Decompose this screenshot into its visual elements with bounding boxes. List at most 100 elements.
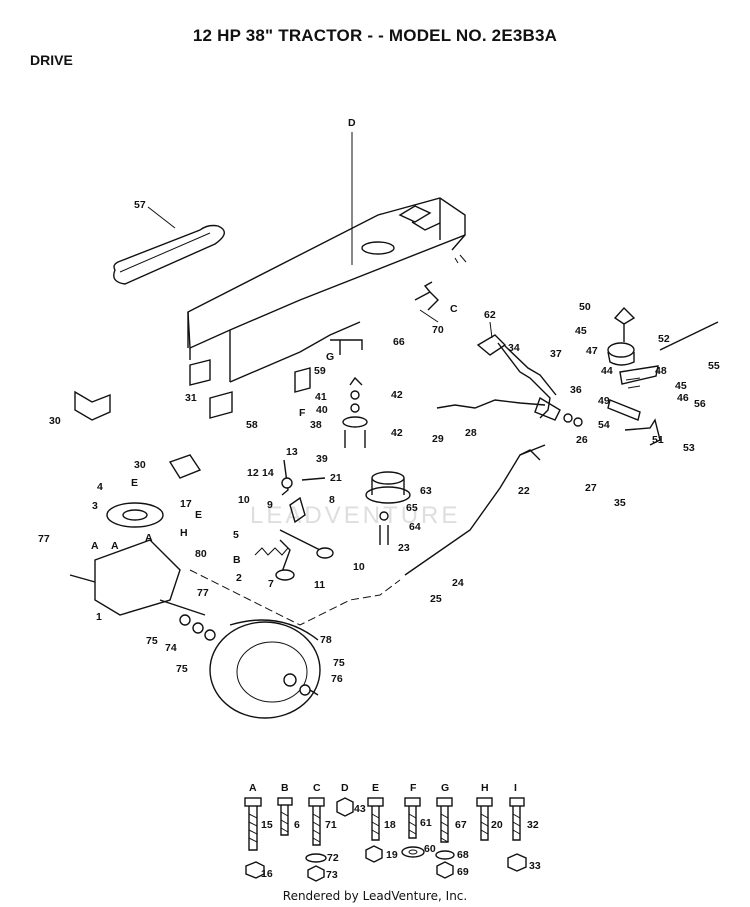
- hw-bolt-61: 61: [420, 817, 432, 829]
- shift-rod[interactable]: [436, 396, 583, 427]
- callout-21: 21: [330, 472, 342, 484]
- callout-24: 24: [452, 577, 464, 589]
- callout-59: 59: [314, 365, 326, 377]
- callout-51: 51: [652, 434, 664, 446]
- callout-77b: 77: [197, 587, 209, 599]
- bracket-70[interactable]: [414, 281, 439, 311]
- transaxle[interactable]: [69, 502, 216, 641]
- hw-letter-H: H: [481, 782, 489, 794]
- callout-56: 56: [694, 398, 706, 410]
- callout-E2: E: [195, 509, 202, 521]
- callout-64: 64: [409, 521, 421, 533]
- callout-54: 54: [598, 419, 610, 431]
- callout-55: 55: [708, 360, 720, 372]
- callout-13: 13: [286, 446, 298, 458]
- callout-10a: 10: [238, 494, 250, 506]
- mounting-brackets[interactable]: [74, 359, 311, 479]
- hw-letter-E: E: [372, 782, 379, 794]
- callout-63: 63: [420, 485, 432, 497]
- hardware-key: A 15 16 B 6 C 71 72 73 D 43 E 18 19: [244, 782, 541, 882]
- hw-letter-A: A: [249, 782, 257, 794]
- callout-44: 44: [601, 365, 613, 377]
- callout-5: 5: [233, 529, 239, 541]
- callout-53: 53: [683, 442, 695, 454]
- callout-65: 65: [406, 502, 418, 514]
- hw-bolt-20: 20: [491, 819, 503, 831]
- callout-Ab: A: [111, 540, 119, 552]
- callout-66: 66: [393, 336, 405, 348]
- callout-76: 76: [331, 673, 343, 685]
- shift-lever[interactable]: [476, 334, 557, 419]
- callout-10b: 10: [353, 561, 365, 573]
- hw-nut-43: 43: [354, 803, 366, 815]
- callout-74: 74: [165, 642, 177, 654]
- hw-washer-72: 72: [327, 852, 339, 864]
- callout-41: 41: [315, 391, 327, 403]
- hw-bolt-32: 32: [527, 819, 539, 831]
- callout-50: 50: [579, 301, 591, 313]
- section-label: DRIVE: [30, 52, 73, 68]
- brake-linkage[interactable]: [607, 306, 719, 446]
- callout-42b: 42: [391, 427, 403, 439]
- callout-52: 52: [658, 333, 670, 345]
- callout-38: 38: [310, 419, 322, 431]
- callout-45b: 45: [675, 380, 687, 392]
- callout-23: 23: [398, 542, 410, 554]
- callout-7: 7: [268, 578, 274, 590]
- callout-H: H: [180, 527, 188, 539]
- callout-12: 12: [247, 467, 259, 479]
- callout-17: 17: [180, 498, 192, 510]
- callout-40: 40: [316, 404, 328, 416]
- callout-14: 14: [262, 467, 274, 479]
- callout-75a: 75: [146, 635, 158, 647]
- page-title: 12 HP 38" TRACTOR - - MODEL NO. 2E3B3A: [192, 26, 558, 45]
- callout-30b: 30: [134, 459, 146, 471]
- hw-bolt-71: 71: [325, 819, 337, 831]
- callout-29: 29: [432, 433, 444, 445]
- callout-27: 27: [585, 482, 597, 494]
- callout-78: 78: [320, 634, 332, 646]
- callout-28: 28: [465, 427, 477, 439]
- callout-4: 4: [97, 481, 103, 493]
- watermark: LEADVENTURE: [250, 502, 460, 529]
- drive-belt[interactable]: [113, 224, 225, 285]
- callout-3: 3: [92, 500, 98, 512]
- callout-39: 39: [316, 453, 328, 465]
- rear-wheel: [209, 619, 321, 719]
- callout-47: 47: [586, 345, 598, 357]
- callout-22: 22: [518, 485, 530, 497]
- hw-nut-73: 73: [326, 869, 338, 881]
- callout-57: 57: [134, 199, 146, 211]
- callout-35: 35: [614, 497, 626, 509]
- callout-75c: 75: [333, 657, 345, 669]
- callout-G: G: [326, 351, 334, 363]
- idler-assembly[interactable]: [330, 339, 411, 545]
- callout-11: 11: [314, 579, 325, 591]
- callout-34: 34: [508, 342, 520, 354]
- hw-nut-69: 69: [457, 866, 469, 878]
- callout-F: F: [299, 407, 306, 419]
- callout-9: 9: [267, 499, 273, 511]
- callout-30a: 30: [49, 415, 61, 427]
- hw-bolt-6: 6: [294, 819, 300, 831]
- hw-bolt-67: 67: [455, 819, 467, 831]
- hw-nut-19: 19: [386, 849, 398, 861]
- hw-bolt-15: 15: [261, 819, 273, 831]
- callout-45a: 45: [575, 325, 587, 337]
- brake-rod[interactable]: [404, 444, 546, 576]
- hw-letter-I: I: [514, 782, 517, 794]
- callout-48: 48: [655, 365, 667, 377]
- hw-letter-B: B: [281, 782, 289, 794]
- tractor-frame: [187, 197, 467, 383]
- callout-D: D: [348, 117, 356, 129]
- hw-washer-68: 68: [457, 849, 469, 861]
- parts-diagram: LEADVENTURE: [38, 117, 720, 882]
- callout-49: 49: [598, 395, 610, 407]
- callout-26: 26: [576, 434, 588, 446]
- callout-2: 2: [236, 572, 242, 584]
- belt-guide-parts[interactable]: [254, 459, 334, 581]
- callout-Aa: A: [91, 540, 99, 552]
- callout-75b: 75: [176, 663, 188, 675]
- hw-nut-33: 33: [529, 860, 541, 872]
- callout-Ac: A: [145, 532, 153, 544]
